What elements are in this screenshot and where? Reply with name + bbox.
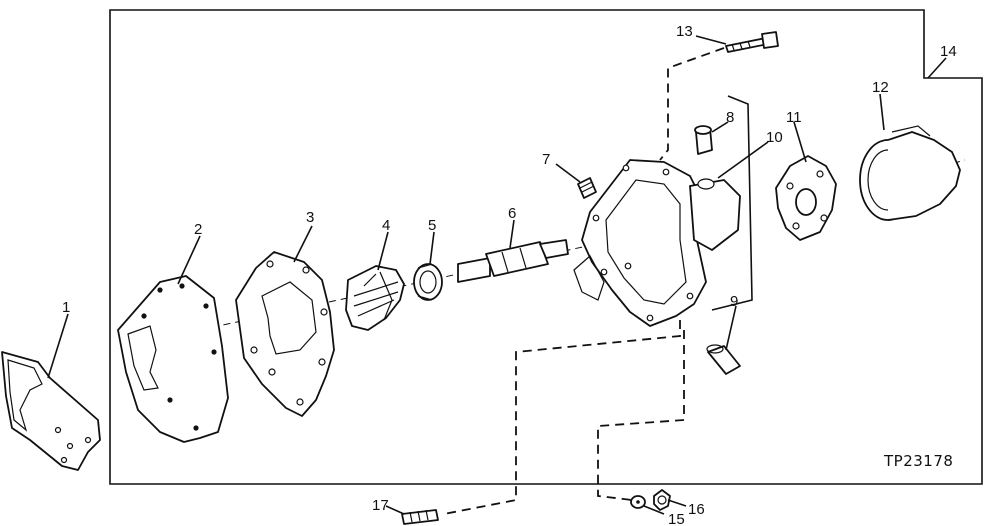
part-1-gasket [1, 351, 101, 471]
part-9-fitting [706, 344, 741, 375]
callout-13: 13 [676, 23, 693, 40]
part-17-stud [401, 509, 439, 525]
part-3-gasket [235, 251, 335, 417]
stud-path-dashed [443, 320, 681, 515]
callout-1: 1 [62, 299, 70, 316]
callout-17: 17 [372, 497, 389, 514]
callout-5: 5 [428, 217, 436, 234]
part-13-bolt [725, 31, 779, 53]
part-2-cover-plate [117, 275, 229, 443]
callout-10: 10 [766, 129, 783, 146]
part-5-seal [413, 263, 443, 301]
callout-6: 6 [508, 205, 516, 222]
callout-9: 9 [730, 293, 738, 310]
reference-code: TP23178 [883, 452, 953, 470]
callout-4: 4 [382, 217, 390, 234]
part-7-plug [577, 177, 597, 199]
callout-11: 11 [786, 109, 802, 126]
bolt-path-dashed [659, 47, 725, 161]
callout-16: 16 [688, 501, 705, 518]
leader-lines [47, 35, 947, 515]
part-12-pulley [859, 125, 961, 221]
diagram-frame [109, 9, 983, 485]
callout-8: 8 [726, 109, 734, 126]
part-4-impeller [345, 265, 405, 331]
callout-12: 12 [872, 79, 889, 96]
callout-7: 7 [542, 151, 550, 168]
nut-path-dashed [597, 330, 685, 501]
part-10-pump-housing [573, 159, 741, 327]
callout-2: 2 [194, 221, 202, 238]
callout-3: 3 [306, 209, 314, 226]
housing-bracket [711, 95, 753, 311]
part-6-shaft-bearing [457, 239, 569, 283]
callout-14: 14 [940, 43, 957, 60]
part-8-cap [694, 125, 713, 155]
part-11-mounting-plate [775, 155, 837, 241]
part-15-washer [630, 495, 646, 509]
callout-15: 15 [668, 511, 685, 526]
part-16-nut [653, 489, 671, 511]
